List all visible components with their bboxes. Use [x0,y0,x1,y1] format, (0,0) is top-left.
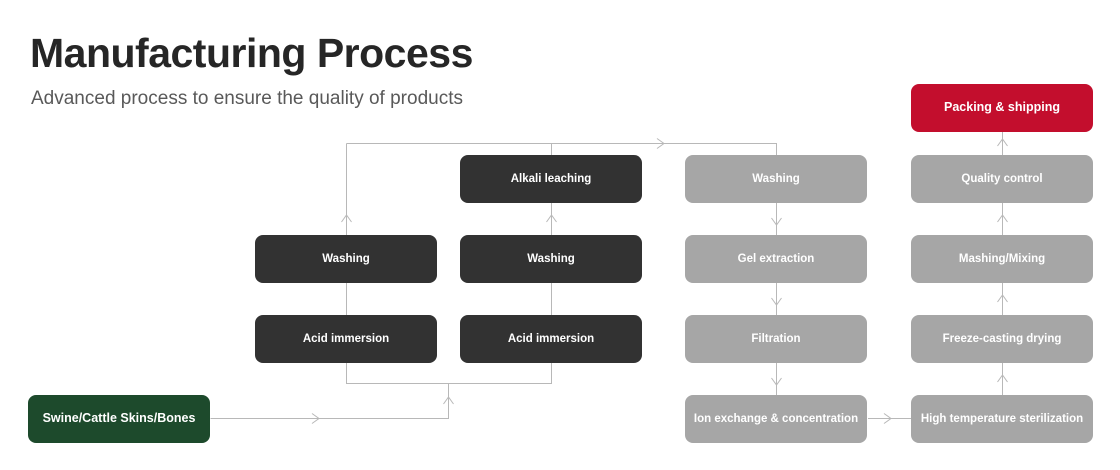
step-alkali-leaching: Alkali leaching [460,155,642,203]
step-ion-exchange: Ion exchange & concentration [685,395,867,443]
page-subtitle: Advanced process to ensure the quality o… [31,88,463,109]
step-freeze-casting-drying: Freeze-casting drying [911,315,1093,363]
page-title: Manufacturing Process [30,30,473,76]
step-gel-extraction: Gel extraction [685,235,867,283]
step-washing-a: Washing [255,235,437,283]
step-packing-shipping: Packing & shipping [911,84,1093,132]
step-washing-b: Washing [460,235,642,283]
step-filtration: Filtration [685,315,867,363]
step-acid-immersion-b: Acid immersion [460,315,642,363]
step-quality-control: Quality control [911,155,1093,203]
step-high-temperature-sterilization: High temperature sterilization [911,395,1093,443]
step-acid-immersion-a: Acid immersion [255,315,437,363]
step-source-material: Swine/Cattle Skins/Bones [28,395,210,443]
step-washing-c: Washing [685,155,867,203]
connector-lines [210,132,1003,419]
arrowheads [311,138,1008,424]
step-mashing-mixing: Mashing/Mixing [911,235,1093,283]
